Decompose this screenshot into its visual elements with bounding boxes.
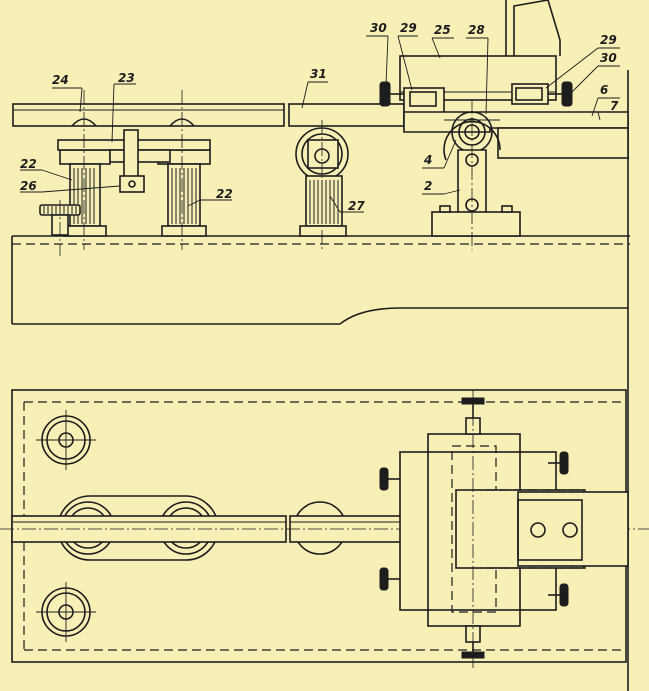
- bracket-2-bolt-left: [439, 205, 451, 213]
- hole-top-left: [36, 410, 96, 470]
- plan-slide-hole-left: [530, 522, 546, 538]
- label-29-left: 29: [400, 21, 417, 35]
- label-30-left: 30: [370, 21, 387, 35]
- leader-lines: [20, 35, 620, 213]
- label-23: 23: [118, 71, 135, 85]
- label-26: 26: [20, 179, 37, 193]
- label-24: 24: [52, 73, 69, 87]
- label-6: 6: [600, 83, 608, 97]
- roller-middle-foot: [161, 225, 207, 237]
- plan-slide-hole-right: [562, 522, 578, 538]
- label-25: 25: [434, 23, 451, 37]
- plan-knobs: [379, 451, 569, 607]
- side-view: 24 23 22 26 22 31 27 30 29 25 28 29 30 6…: [11, 0, 630, 330]
- label-31: 31: [310, 67, 327, 81]
- plan-knob-upper-right: [559, 451, 569, 475]
- bar-31: [288, 103, 405, 127]
- clamp-29-left-block: [409, 91, 437, 107]
- plan-slide-block: [517, 499, 583, 561]
- screw-30-right: [548, 81, 573, 107]
- block-26-hole: [128, 180, 136, 188]
- label-22-left: 22: [20, 157, 37, 171]
- screw-30-left: [379, 81, 404, 107]
- roller-27: [295, 127, 349, 237]
- hole-bottom-left: [36, 582, 96, 642]
- label-30-right: 30: [600, 51, 617, 65]
- roller-middle: [157, 118, 211, 237]
- label-29-right: 29: [600, 33, 617, 47]
- label-28: 28: [468, 23, 485, 37]
- roller-27-bracket: [307, 139, 339, 169]
- roller-left-collar: [59, 149, 111, 165]
- roller-left: [59, 118, 111, 237]
- wheel-4-arc: [443, 120, 501, 161]
- plan-table-extension: [517, 491, 629, 567]
- link-post: [123, 129, 139, 179]
- bracket-2-bolt-right: [501, 205, 513, 213]
- plan-knob-upper-left: [379, 467, 389, 491]
- roller-27-column: [305, 175, 343, 227]
- label-4: 4: [423, 153, 432, 167]
- label-27: 27: [348, 199, 365, 213]
- block-26: [119, 175, 145, 193]
- label-2: 2: [424, 179, 432, 193]
- bracket-2-base: [431, 211, 521, 237]
- screw-30-right-head: [561, 81, 573, 107]
- label-22-right: 22: [216, 187, 233, 201]
- bracket-2: [431, 149, 521, 237]
- plan-link-plate: [57, 495, 219, 561]
- screw-30-left-head: [379, 81, 391, 107]
- plan-view: [0, 330, 649, 691]
- link-plate-lower: [109, 149, 171, 163]
- table-6-block: [497, 127, 629, 159]
- clamp-29-right-block: [515, 87, 543, 101]
- bar-24: [12, 103, 285, 127]
- plan-knob-lower-left: [379, 567, 389, 591]
- roller-left-foot: [63, 225, 107, 237]
- label-7: 7: [610, 99, 619, 113]
- column-7: [505, 0, 561, 56]
- base-cutout: [339, 307, 628, 325]
- roller-27-foot: [299, 225, 347, 237]
- plan-knob-lower-right: [559, 583, 569, 607]
